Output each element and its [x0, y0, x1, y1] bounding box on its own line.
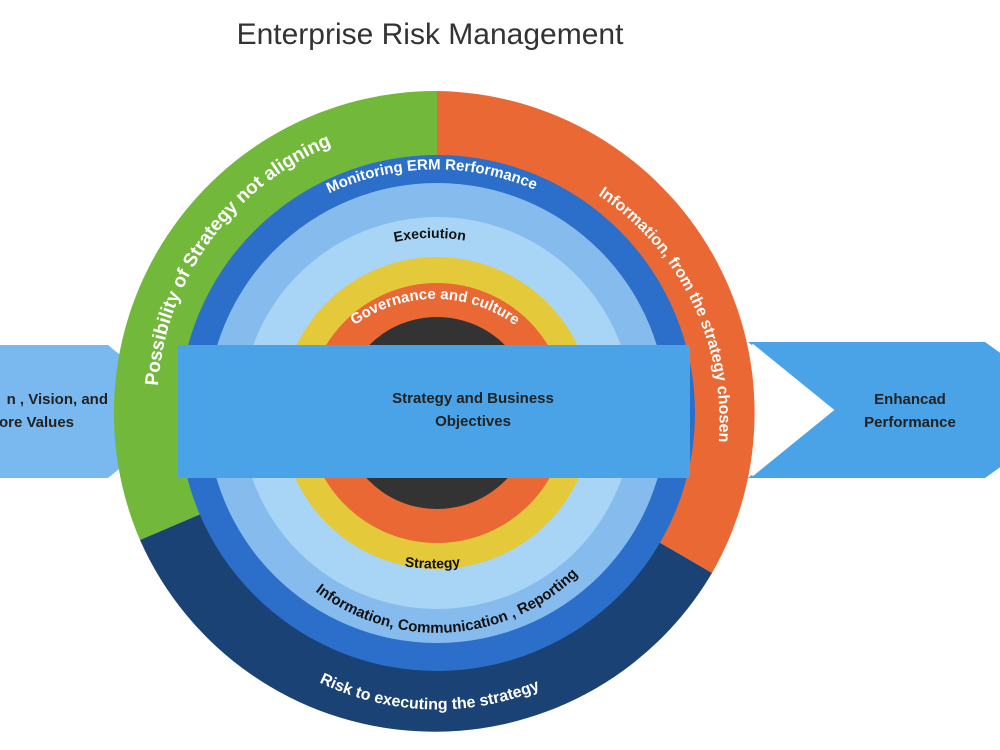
right-arrow	[748, 342, 1000, 478]
diagram-title: Enterprise Risk Management	[236, 18, 624, 51]
left-arrow-line1: n , Vision, and	[7, 391, 108, 408]
strategy-label: Strategy	[404, 554, 461, 572]
center-band-line1: Strategy and Business	[392, 390, 554, 407]
center-band	[178, 345, 690, 478]
right-arrow-line2: Performance	[864, 414, 956, 431]
right-arrow-line1: Enhancad	[874, 391, 946, 408]
right-arrow-chevron-outline	[751, 343, 835, 477]
center-band-line2: Objectives	[435, 413, 511, 430]
left-arrow-line2: ore Values	[0, 414, 74, 431]
execution-label: Execiution	[392, 225, 467, 245]
